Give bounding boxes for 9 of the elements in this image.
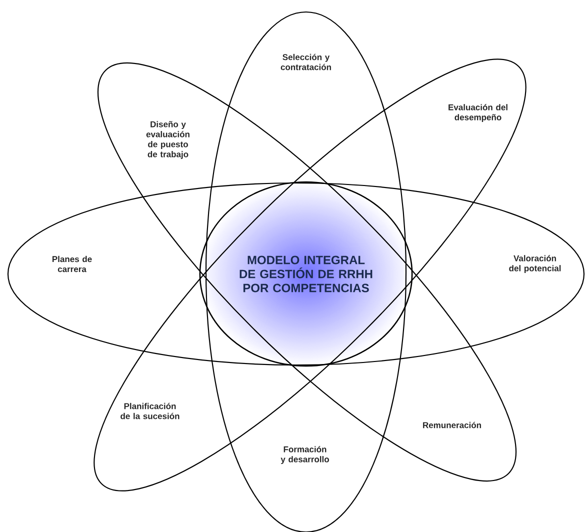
- ellipse-label: Valoración del potencial: [509, 255, 561, 273]
- ellipse-label: Planes de carrera: [52, 256, 92, 272]
- ellipse-label: Remuneración: [423, 422, 481, 428]
- ellipse-label: Formación y desarrollo: [280, 446, 329, 464]
- ellipse-label: Selección y contratación: [280, 54, 331, 70]
- ellipse-label: Evaluación del desempeño: [448, 104, 508, 122]
- ellipse-label: Diseño y evaluación de puesto de trabajo: [146, 121, 190, 159]
- ellipse-label: Planificación de la sucesión: [120, 402, 180, 420]
- ellipse: [7, 182, 585, 366]
